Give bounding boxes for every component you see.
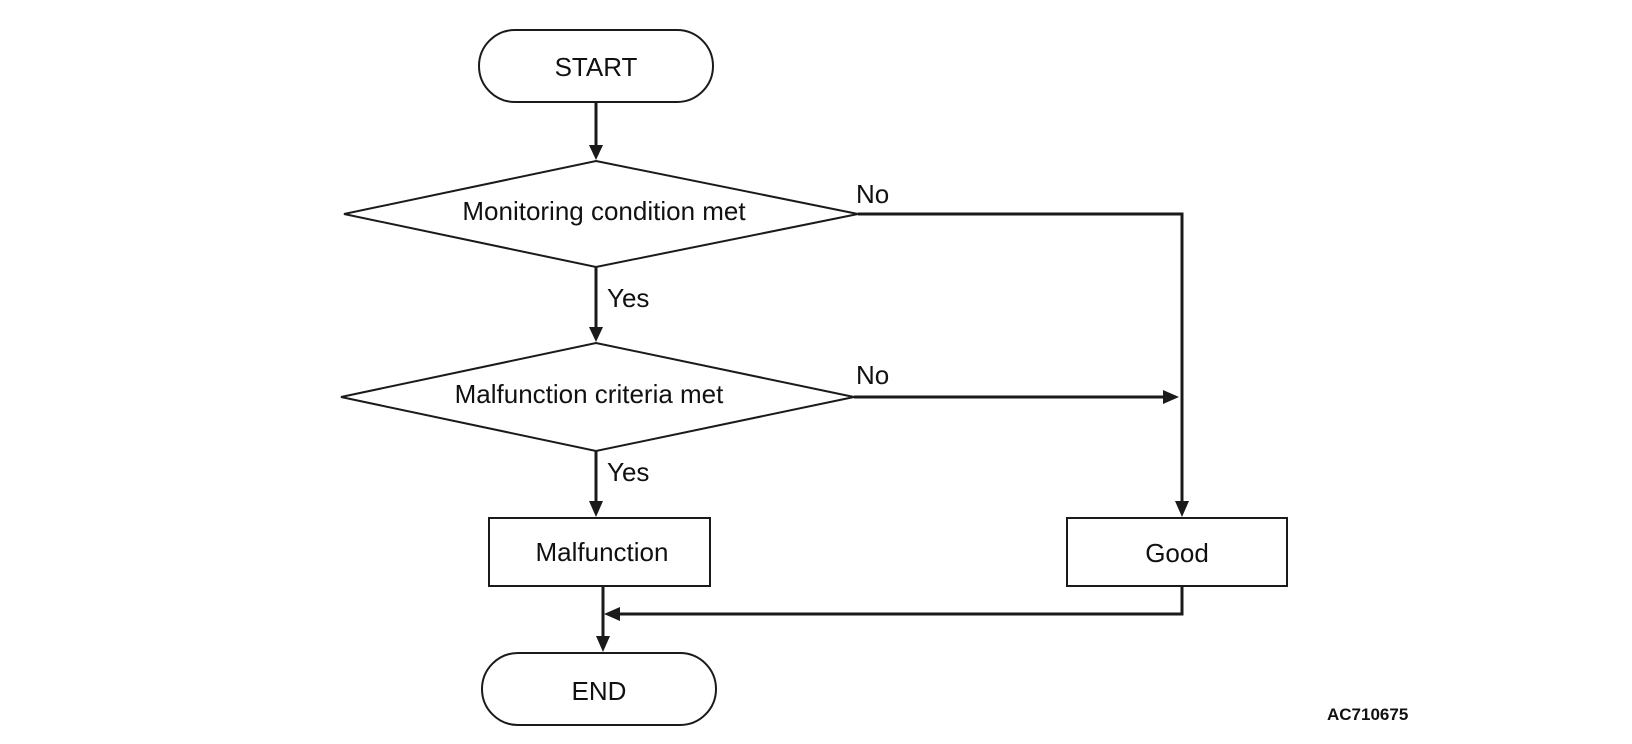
end-terminal: [481, 652, 717, 726]
arrowhead-good-merge: [604, 607, 620, 621]
malfunction-box: [488, 517, 711, 587]
malfunction-no-label: No: [856, 360, 889, 390]
monitoring-no-label: No: [856, 179, 889, 209]
monitoring-yes-label: Yes: [607, 283, 649, 313]
arrowhead-malfunction-no: [1163, 390, 1179, 404]
decision-monitoring-label: Monitoring condition met: [462, 196, 746, 226]
arrowhead-to-good: [1175, 501, 1189, 517]
good-box: [1066, 517, 1288, 587]
decision-malfunction-label: Malfunction criteria met: [455, 379, 725, 409]
malfunction-yes-label: Yes: [607, 457, 649, 487]
malfunction-box-label: Malfunction: [536, 537, 669, 567]
end-label: END: [572, 676, 627, 706]
flow-monitoring-no: [858, 212, 1184, 501]
arrowhead-to-end: [596, 636, 610, 652]
good-box-label: Good: [1145, 538, 1209, 568]
flow-good-to-merge: [620, 586, 1184, 616]
figure-code: AC710675: [1327, 705, 1408, 724]
start-label: START: [555, 52, 638, 82]
arrowhead-malfunction-yes: [589, 501, 603, 517]
arrowhead-monitoring-yes: [589, 327, 603, 342]
arrowhead-start-to-monitoring: [589, 145, 603, 160]
